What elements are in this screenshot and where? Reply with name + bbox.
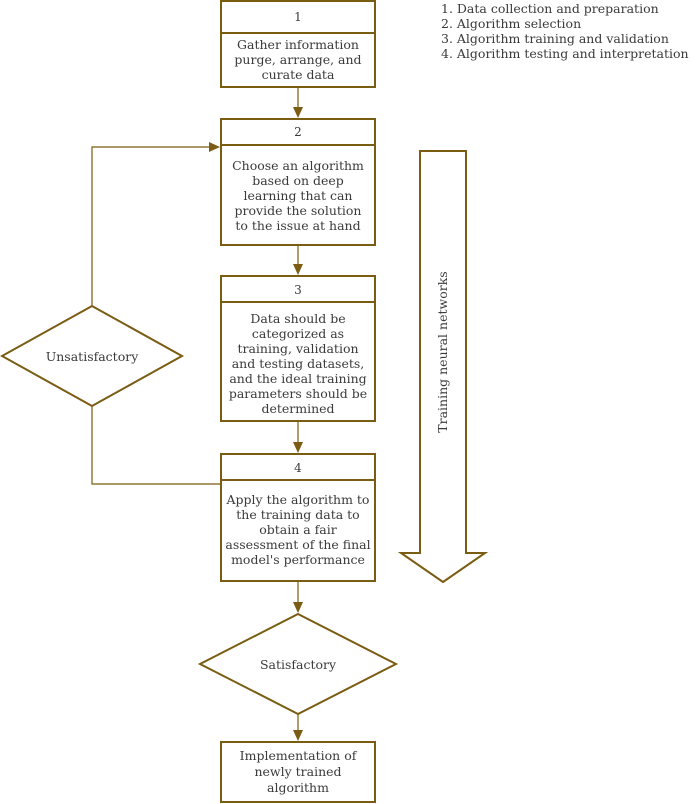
step-3-line-5: and the ideal training — [229, 371, 366, 386]
step-4-line-5: model's performance — [231, 552, 365, 567]
legend-item-2: 2. Algorithm selection — [441, 16, 581, 31]
arrow-4-to-satisfactory — [293, 581, 303, 613]
step-2-box: 2 Choose an algorithm based on deep lear… — [220, 118, 376, 246]
final-line-2: newly trained — [254, 764, 341, 779]
step-3-line-6: parameters should be — [229, 386, 367, 401]
step-1-line-3: curate data — [262, 67, 335, 82]
step-3-line-1: Data should be — [250, 311, 345, 326]
step-2-number: 2 — [294, 125, 302, 139]
step-4-box: 4 Apply the algorithm to the training da… — [220, 453, 376, 582]
step-3-line-3: training, validation — [237, 341, 358, 356]
satisfactory-diamond: Satisfactory — [197, 612, 399, 716]
step-3-line-2: categorized as — [252, 326, 344, 341]
final-box: Implementation of newly trained algorith… — [220, 741, 376, 803]
legend-item-3: 3. Algorithm training and validation — [441, 31, 669, 46]
training-side-arrow-label: Training neural networks — [435, 271, 450, 432]
step-4-line-1: Apply the algorithm to — [226, 492, 370, 507]
step-2-line-4: provide the solution — [235, 203, 362, 218]
step-3-number: 3 — [294, 283, 302, 297]
step-3-box: 3 Data should be categorized as training… — [220, 275, 376, 422]
final-line-3: algorithm — [267, 780, 329, 795]
training-side-arrow: Training neural networks — [397, 150, 489, 584]
step-4-line-4: assessment of the final — [225, 537, 370, 552]
step-2-line-5: to the issue at hand — [235, 218, 360, 233]
step-3-line-4: and testing datasets, — [232, 356, 365, 371]
unsatisfactory-label: Unsatisfactory — [46, 349, 139, 364]
step-1-line-1: Gather information — [237, 37, 359, 52]
legend: 1. Data collection and preparation 2. Al… — [441, 1, 689, 61]
unsatisfactory-diamond: Unsatisfactory — [0, 304, 185, 408]
step-1-line-2: purge, arrange, and — [234, 52, 361, 67]
feedback-loop — [87, 142, 221, 485]
arrow-3-to-4 — [293, 421, 303, 453]
step-2-line-1: Choose an algorithm — [232, 158, 364, 173]
final-line-1: Implementation of — [240, 748, 358, 763]
arrow-1-to-2 — [293, 87, 303, 118]
step-2-line-2: based on deep — [252, 173, 344, 188]
arrow-satisfactory-to-final — [293, 714, 303, 741]
step-4-line-3: obtain a fair — [259, 522, 337, 537]
step-1-number: 1 — [294, 10, 302, 24]
step-1-box: 1 Gather information purge, arrange, and… — [220, 0, 376, 88]
step-4-number: 4 — [294, 461, 302, 475]
arrow-2-to-3 — [293, 245, 303, 275]
step-3-line-7: determined — [261, 401, 334, 416]
step-4-line-2: the training data to — [236, 507, 359, 522]
legend-item-1: 1. Data collection and preparation — [441, 1, 659, 16]
legend-item-4: 4. Algorithm testing and interpretation — [441, 46, 689, 61]
satisfactory-label: Satisfactory — [260, 657, 337, 672]
step-2-line-3: learning that can — [244, 188, 353, 203]
